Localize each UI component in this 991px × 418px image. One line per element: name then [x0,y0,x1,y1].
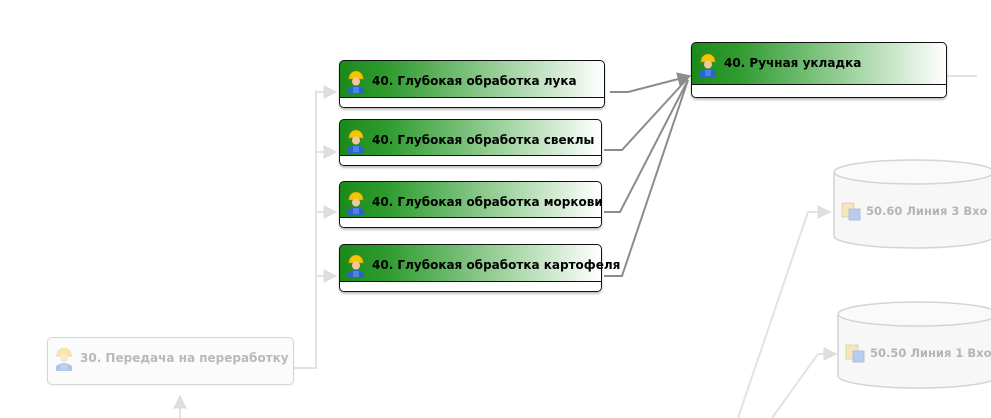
node-label: 40. Глубокая обработка картофеля [372,258,621,272]
edge-transfer-trunk [294,90,317,369]
node-label: 40. Ручная укладка [724,56,862,70]
boxes-icon [845,344,865,363]
node-footer [340,155,601,165]
worker-icon [347,70,365,94]
node-footer [340,281,601,291]
storage-line3[interactable] [833,159,991,249]
storage-line1-label: 50.50 Линия 1 Вхо [870,346,991,360]
edge-potato-manual [604,79,689,277]
boxes-icon [841,202,861,221]
edge-carrot-manual [604,79,689,213]
node-manual-stacking[interactable]: 40. Ручная укладка [691,42,947,98]
worker-icon [347,254,365,278]
active-connectors [604,72,692,277]
node-beet-processing[interactable]: 40. Глубокая обработка свеклы [339,119,602,166]
node-label: 40. Глубокая обработка моркови [372,195,603,209]
faded-connectors [173,75,977,418]
node-footer [340,217,601,227]
node-label: 40. Глубокая обработка лука [372,74,577,88]
node-label: 30. Передача на переработку [80,351,289,365]
edge-to-line3 [737,205,832,418]
node-potato-processing[interactable]: 40. Глубокая обработка картофеля [339,244,620,292]
worker-icon [347,129,365,153]
storage-line1[interactable] [837,301,991,389]
edge-to-line1 [771,347,838,418]
worker-icon [55,347,73,371]
node-footer [340,97,604,107]
storage-line3-label: 50.60 Линия 3 Вхо [866,204,988,218]
node-carrot-processing[interactable]: 40. Глубокая обработка моркови [339,181,603,228]
node-transfer-processing[interactable]: 30. Передача на переработку [47,337,294,385]
edge-onion-manual [610,72,692,93]
edge-beet-manual [604,77,689,151]
worker-icon [347,191,365,215]
worker-icon [699,53,717,77]
node-onion-processing[interactable]: 40. Глубокая обработка лука [339,60,605,108]
node-label: 40. Глубокая обработка свеклы [372,133,595,147]
node-footer [692,84,946,97]
